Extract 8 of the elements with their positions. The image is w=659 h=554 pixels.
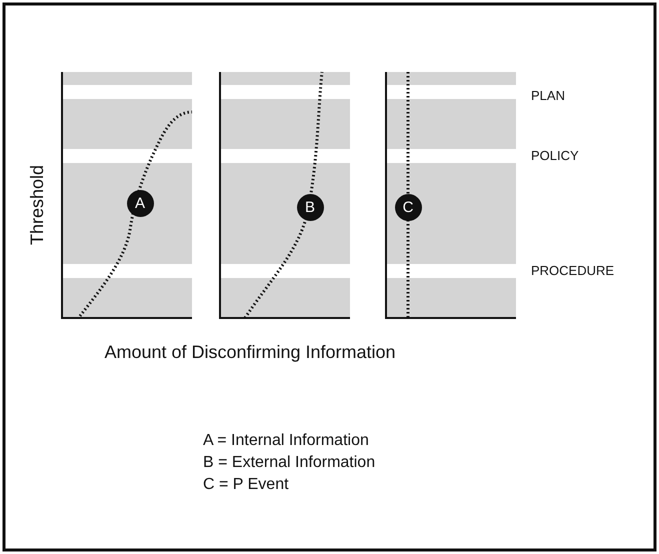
key-text: B = External Information <box>203 455 376 471</box>
axis-title: Amount of Disconfirming Information <box>104 343 396 361</box>
key-text: A = Internal Information <box>203 433 369 449</box>
axis-title: Threshold <box>28 164 46 246</box>
level-label: POLICY <box>531 149 579 162</box>
level-label: PROCEDURE <box>531 264 614 277</box>
level-label: PLAN <box>531 89 565 102</box>
key-text: C = P Event <box>203 477 289 493</box>
